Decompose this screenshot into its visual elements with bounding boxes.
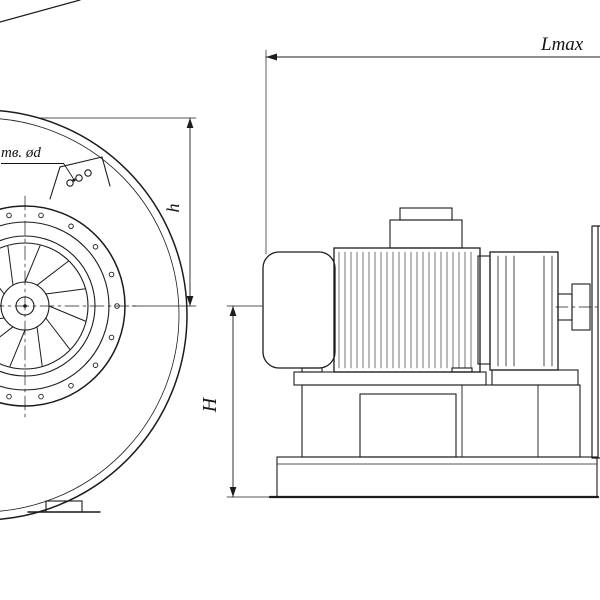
dimension-label-overall-height: H <box>199 397 221 413</box>
motor-terminal-box <box>389 207 463 249</box>
fan-housing-partial <box>591 225 600 459</box>
tab-hole <box>84 169 92 177</box>
motor-end-shield-front <box>262 251 336 369</box>
holes-leader-dot <box>72 178 76 182</box>
front-view-center-lines <box>0 195 141 419</box>
fan-side-view <box>262 207 600 499</box>
casing-edge-line <box>0 0 81 23</box>
dimension-label-h: h <box>163 203 183 213</box>
arrowhead <box>229 487 237 497</box>
arrowhead <box>186 118 194 128</box>
pedestal-inner <box>359 393 457 458</box>
motor-rail-plate <box>293 371 487 386</box>
tab-hole <box>75 174 83 182</box>
arrowhead <box>266 53 277 61</box>
dimension-h <box>39 117 197 307</box>
dimension-label-lmax: Lmax <box>541 34 584 55</box>
tab-hole <box>66 179 74 187</box>
motor-cooling-fins <box>338 251 472 369</box>
casing-mounting-tab <box>49 156 111 200</box>
holes-leader-line <box>63 163 74 179</box>
base-plate <box>276 456 598 498</box>
fan-front-view <box>0 0 188 520</box>
bearing-plate <box>491 369 579 386</box>
arrowhead <box>229 306 237 316</box>
arrowhead <box>186 296 194 306</box>
base-frame <box>268 367 600 499</box>
bearing-unit <box>555 225 600 459</box>
fan-casing-outline <box>0 0 188 520</box>
impeller-blades <box>0 245 86 367</box>
coupling-housing <box>489 251 559 371</box>
casing-foot <box>27 500 101 513</box>
motor-body <box>333 247 481 373</box>
dimension-H <box>226 305 279 498</box>
dimension-lmax <box>265 49 600 255</box>
holes-note-label: тв. ød <box>1 145 64 164</box>
